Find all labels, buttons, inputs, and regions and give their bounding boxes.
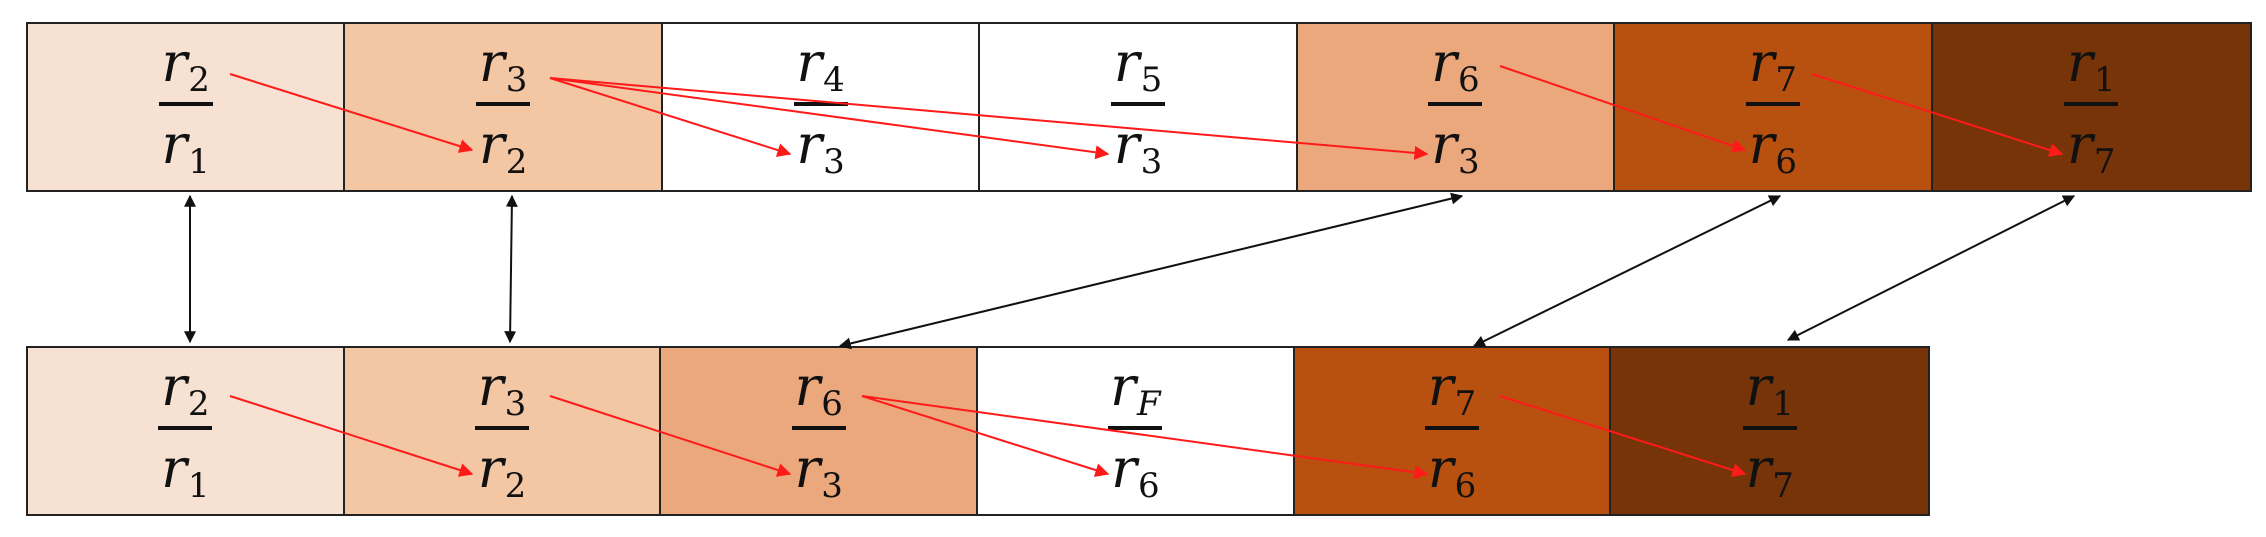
fraction: r3 r2 — [345, 348, 660, 514]
fraction-bar — [476, 102, 531, 106]
black-double-arrow — [838, 192, 1464, 350]
black-double-arrow — [1786, 195, 2076, 341]
red-arrow — [549, 77, 792, 157]
top-cell-2: r3 r2 — [345, 24, 663, 190]
numerator: r7 — [1427, 355, 1477, 424]
bottom-cell-6: r1 r7 — [1611, 348, 1929, 514]
fraction-bar — [2064, 102, 2119, 106]
red-arrow — [1499, 395, 1747, 477]
top-cell-7: r1 r7 — [1932, 24, 2250, 190]
top-cell-3: r4 r3 — [662, 24, 981, 190]
red-arrow — [861, 395, 1110, 477]
numerator: r2 — [161, 355, 210, 424]
bottom-cell-2: r3 r2 — [344, 348, 662, 514]
denominator: r3 — [794, 437, 843, 506]
numerator: r4 — [796, 31, 845, 100]
numerator: r3 — [478, 31, 528, 100]
top-cell-6: r7 r6 — [1615, 24, 1933, 190]
numerator: r6 — [1431, 31, 1480, 100]
numerator: r7 — [1748, 31, 1798, 100]
numerator: r2 — [161, 31, 210, 100]
denominator: r6 — [1111, 437, 1160, 506]
fraction: r2 r1 — [28, 24, 343, 190]
top-cell-5: r6 r3 — [1297, 24, 1616, 190]
denominator: r1 — [161, 113, 210, 182]
fraction-bar — [158, 102, 213, 106]
fraction-bar — [1428, 102, 1483, 106]
fraction: r6 r3 — [661, 348, 976, 514]
fraction: r7 r6 — [1615, 24, 1930, 190]
top-row: r2 r1 r3 r2 r4 r3 r5 r3 r6 r3 — [26, 22, 2252, 192]
numerator: r1 — [1745, 355, 1794, 424]
fraction-bar — [1742, 426, 1797, 430]
fraction-bar — [1108, 426, 1163, 430]
red-arrow — [1811, 73, 2064, 157]
numerator: rF — [1110, 355, 1161, 424]
bottom-cell-4: rF r6 — [978, 348, 1295, 514]
red-arrow — [229, 395, 474, 477]
red-arrow — [861, 395, 1429, 480]
fraction: rF r6 — [978, 348, 1293, 514]
denominator: r3 — [796, 113, 845, 182]
fraction-bar — [1425, 426, 1480, 430]
denominator: r6 — [1748, 113, 1798, 182]
black-double-arrow — [504, 194, 518, 344]
fraction: r2 r1 — [28, 348, 343, 514]
red-arrow — [549, 77, 1429, 160]
denominator: r3 — [1431, 113, 1480, 182]
fraction-bar — [1110, 102, 1165, 106]
bottom-cell-1: r2 r1 — [28, 348, 345, 514]
fraction: r3 r2 — [345, 24, 660, 190]
fraction: r4 r3 — [663, 24, 978, 190]
numerator: r6 — [794, 355, 843, 424]
numerator: r1 — [2067, 31, 2116, 100]
denominator: r7 — [1745, 437, 1794, 506]
top-cell-4: r5 r3 — [980, 24, 1298, 190]
denominator: r2 — [478, 113, 528, 182]
numerator: r5 — [1113, 31, 1163, 100]
fraction: r6 r3 — [1298, 24, 1613, 190]
fraction-bar — [1745, 102, 1800, 106]
red-arrow — [549, 77, 1110, 160]
denominator: r2 — [477, 437, 527, 506]
bottom-cell-3: r6 r3 — [661, 348, 979, 514]
red-arrow — [549, 395, 792, 477]
red-arrow — [1499, 65, 1747, 153]
denominator: r7 — [2067, 113, 2116, 182]
black-double-arrow — [1472, 195, 1782, 347]
fraction-bar — [791, 426, 846, 430]
fraction: r1 r7 — [1933, 24, 2250, 190]
red-arrow — [229, 73, 474, 153]
denominator: r6 — [1427, 437, 1477, 506]
fraction: r7 r6 — [1295, 348, 1610, 514]
denominator: r3 — [1113, 113, 1163, 182]
fraction-bar — [793, 102, 848, 106]
fraction-bar — [475, 426, 529, 430]
fraction: r1 r7 — [1611, 348, 1928, 514]
numerator: r3 — [477, 355, 527, 424]
fraction: r5 r3 — [980, 24, 1295, 190]
fraction-bar — [158, 426, 213, 430]
denominator: r1 — [161, 437, 210, 506]
top-cell-1: r2 r1 — [28, 24, 346, 190]
